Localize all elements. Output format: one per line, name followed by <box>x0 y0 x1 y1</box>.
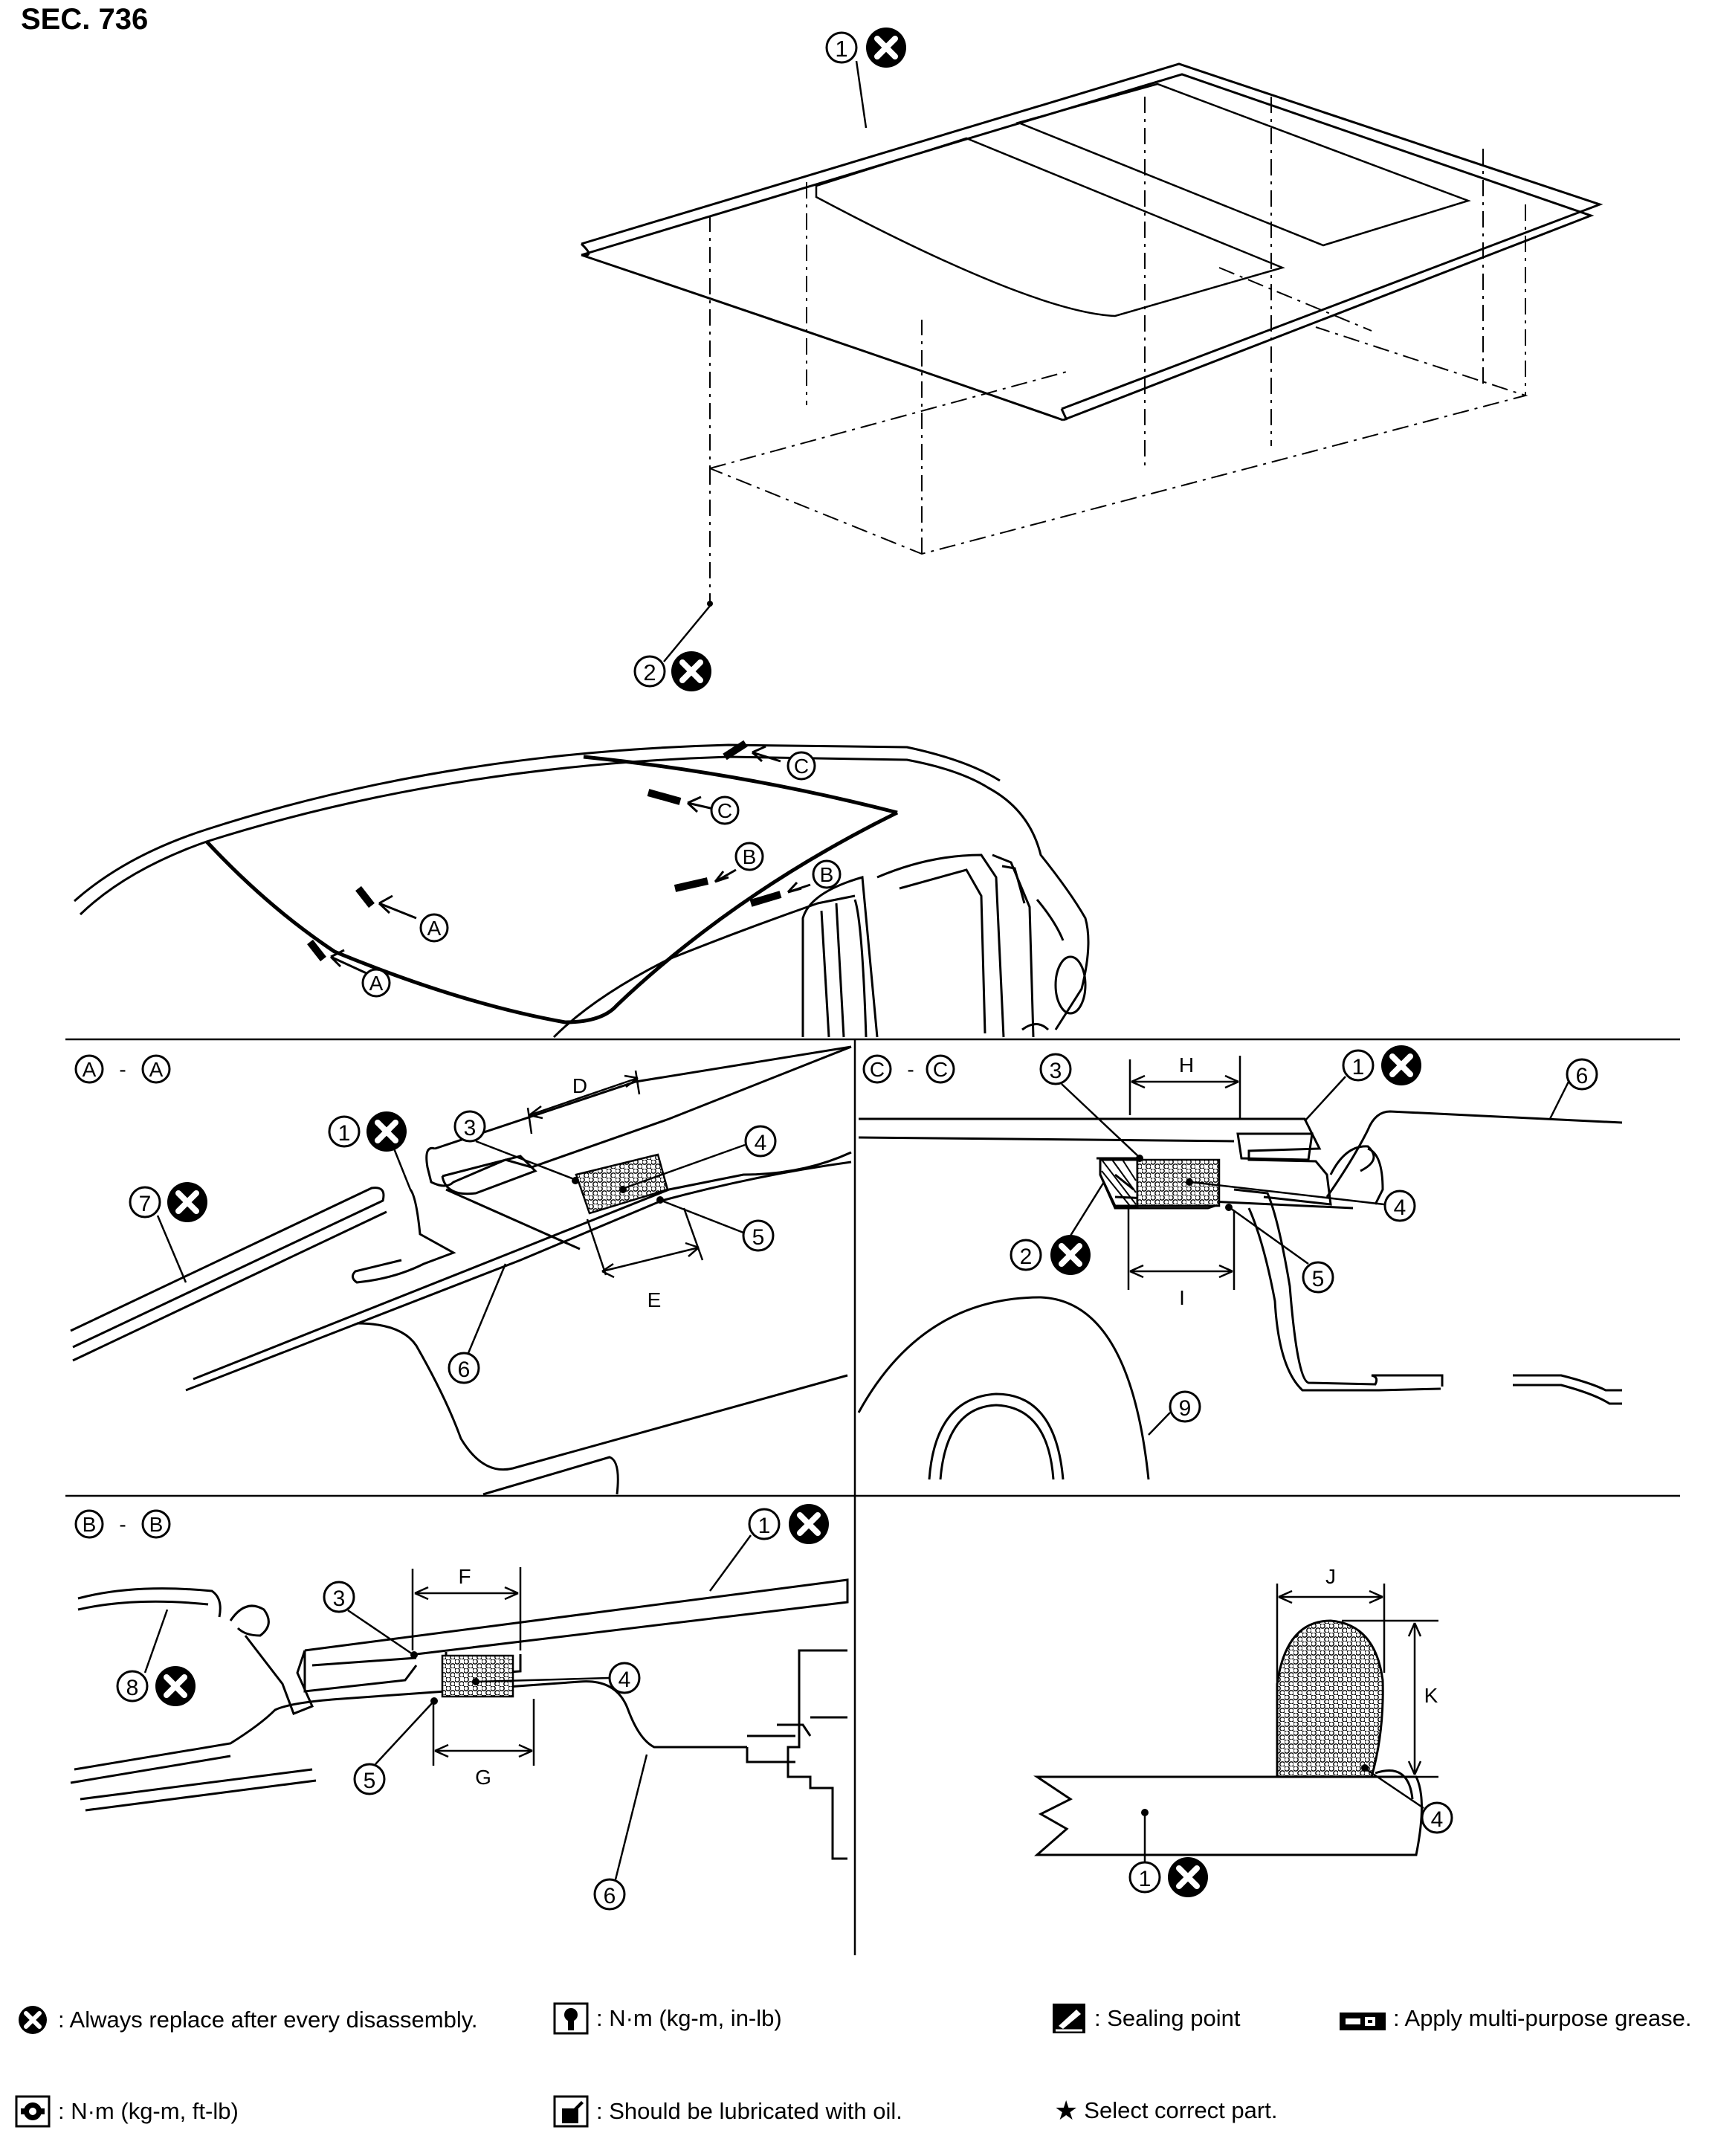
section-grid <box>65 1038 1680 1955</box>
svg-text:-: - <box>119 1513 126 1536</box>
svg-text:1: 1 <box>338 1121 351 1146</box>
roof-callout-1: 1 <box>825 28 906 129</box>
roof-panel-projection <box>709 97 1528 602</box>
legend-sealing-text: : Sealing point <box>1094 2005 1241 2031</box>
adhesive-foam <box>575 1153 669 1215</box>
svg-text:A: A <box>427 917 442 940</box>
section-c-c: C - C <box>857 1045 1623 1480</box>
svg-text:4: 4 <box>1394 1195 1406 1220</box>
sealing-point-icon <box>1053 2004 1085 2033</box>
legend-sealing: : Sealing point <box>1050 2002 1240 2035</box>
grease-icon <box>1340 2013 1386 2030</box>
oil-can-icon <box>553 2095 589 2128</box>
svg-text:A: A <box>149 1058 164 1081</box>
svg-text:1: 1 <box>1352 1055 1365 1079</box>
torque-icon <box>15 2095 51 2128</box>
legend-select: ★ Select correct part. <box>1054 2095 1277 2126</box>
svg-text:6: 6 <box>458 1358 471 1382</box>
svg-text:1: 1 <box>758 1514 771 1538</box>
section-number: SEC. 736 <box>21 3 149 36</box>
legend-torque-ft: : N·m (kg-m, ft-lb) <box>13 2095 239 2128</box>
section-markers <box>307 740 811 975</box>
svg-text:C: C <box>794 755 809 778</box>
svg-text:-: - <box>119 1058 126 1081</box>
svg-text:A: A <box>83 1058 97 1081</box>
section-labels: A A C C B B <box>361 751 842 998</box>
svg-text:3: 3 <box>333 1587 346 1611</box>
section-b-b: B - B <box>70 1504 849 1911</box>
replace-x-icon <box>671 651 711 691</box>
svg-text:4: 4 <box>619 1668 631 1692</box>
torque-wrench-icon <box>553 2002 589 2035</box>
svg-text:E: E <box>647 1288 662 1311</box>
svg-text:5: 5 <box>1312 1267 1325 1291</box>
svg-text:5: 5 <box>364 1769 376 1793</box>
vehicle-roof-view <box>74 743 1090 1039</box>
svg-text:1: 1 <box>835 36 847 62</box>
svg-text:C: C <box>870 1058 885 1081</box>
legend-grease: : Apply multi-purpose grease. <box>1338 2002 1692 2035</box>
svg-text:2: 2 <box>1020 1245 1033 1269</box>
adhesive-bead-detail: J K 4 1 <box>1033 1565 1453 1897</box>
svg-text:6: 6 <box>1576 1064 1589 1088</box>
svg-text:3: 3 <box>1050 1059 1062 1083</box>
legend-torque-ft-text: : N·m (kg-m, ft-lb) <box>58 2098 239 2124</box>
svg-text:2: 2 <box>643 659 656 685</box>
svg-text:1: 1 <box>1139 1867 1152 1891</box>
svg-text:F: F <box>458 1565 471 1588</box>
svg-text:9: 9 <box>1179 1396 1192 1421</box>
legend-torque-in-text: : N·m (kg-m, in-lb) <box>596 2005 782 2031</box>
legend-grease-text: : Apply multi-purpose grease. <box>1393 2005 1692 2031</box>
svg-text:5: 5 <box>752 1225 765 1250</box>
legend-replace: : Always replace after every disassembly… <box>13 2004 478 2036</box>
svg-text:H: H <box>1179 1053 1194 1077</box>
svg-text:B: B <box>149 1513 164 1536</box>
svg-text:C: C <box>933 1058 948 1081</box>
svg-text:K: K <box>1424 1684 1438 1707</box>
svg-text:4: 4 <box>1431 1807 1444 1832</box>
svg-text:I: I <box>1179 1286 1185 1309</box>
roof-panel <box>580 62 1603 422</box>
legend-oil: : Should be lubricated with oil. <box>552 2095 902 2128</box>
svg-text:B: B <box>83 1513 97 1536</box>
legend-replace-text: : Always replace after every disassembly… <box>58 2007 478 2033</box>
legend-select-text: Select correct part. <box>1084 2097 1278 2123</box>
svg-text:D: D <box>572 1074 587 1097</box>
svg-text:C: C <box>717 799 732 822</box>
svg-text:J: J <box>1325 1565 1336 1588</box>
svg-text:3: 3 <box>464 1116 477 1140</box>
svg-text:B: B <box>820 863 834 886</box>
svg-text:8: 8 <box>126 1676 139 1700</box>
svg-text:6: 6 <box>604 1884 616 1908</box>
clip-point <box>707 601 713 607</box>
legend-oil-text: : Should be lubricated with oil. <box>596 2098 902 2124</box>
svg-text:4: 4 <box>755 1131 767 1155</box>
svg-text:G: G <box>475 1766 491 1789</box>
roof-clip-callout-2: 2 <box>633 605 711 691</box>
section-a-a: A - A D E <box>70 1045 852 1496</box>
x-circle-icon <box>19 2006 47 2034</box>
svg-text:B: B <box>743 845 757 868</box>
legend-torque-in: : N·m (kg-m, in-lb) <box>552 2002 782 2035</box>
replace-x-icon <box>866 28 906 68</box>
star-icon: ★ <box>1054 2095 1079 2126</box>
svg-text:7: 7 <box>139 1192 152 1216</box>
svg-text:A: A <box>369 972 384 995</box>
svg-text:-: - <box>907 1058 914 1081</box>
